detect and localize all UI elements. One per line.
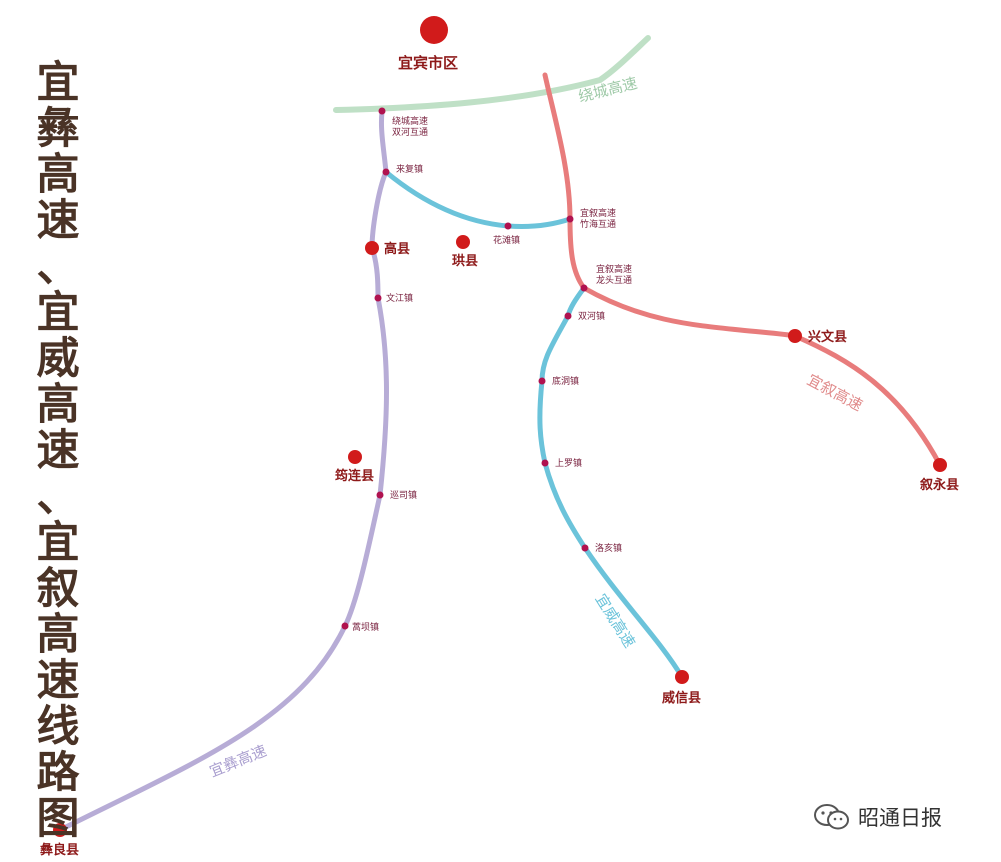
city-gaoxian: 高县	[365, 241, 410, 257]
town-shuanghe: 双河镇	[564, 310, 605, 322]
route-label-yixu: 宜叙高速	[804, 371, 865, 415]
title-char: 宜	[36, 518, 80, 568]
title-char: 速	[36, 196, 80, 246]
town-label-shangluo: 上罗镇	[555, 457, 582, 469]
town-label-huatan: 花滩镇	[493, 234, 520, 246]
city-yiliang: 彝良县	[40, 823, 79, 858]
title-char: 、	[36, 472, 80, 522]
yiyi-expressway-line	[57, 109, 389, 833]
town-didong: 底洞镇	[538, 375, 579, 387]
city-label-gongxian: 珙县	[452, 253, 478, 269]
city-yibin: 宜宾市区	[398, 16, 458, 72]
title-char: 图	[36, 794, 80, 844]
city-weixin: 威信县	[662, 670, 701, 706]
town-huatan: 花滩镇	[493, 222, 520, 246]
city-label-yiliang: 彝良县	[40, 842, 79, 858]
title-char: 线	[36, 702, 80, 752]
city-label-junlian: 筠连县	[335, 468, 374, 484]
title-char: 宜	[36, 58, 80, 108]
route-label-yiwei: 宜威高速	[592, 591, 639, 651]
wechat-icon	[814, 804, 849, 830]
town-wenjiang: 文江镇	[374, 292, 413, 304]
city-xuyong: 叙永县	[920, 458, 959, 493]
junction-label-zhuhai-2: 竹海互通	[580, 218, 616, 230]
city-gongxian: 珙县	[452, 235, 478, 269]
title-char: 宜	[36, 288, 80, 338]
title-char: 速	[36, 426, 80, 476]
junction-zhuhai: 宜叙高速 竹海互通	[566, 207, 616, 230]
title-char: 路	[36, 748, 80, 798]
junction-label-zhuhai-1: 宜叙高速	[580, 207, 616, 219]
city-label-gaoxian: 高县	[384, 241, 410, 257]
city-xingwen: 兴文县	[788, 329, 847, 345]
town-qiaoba: 蒿坝镇	[341, 621, 379, 633]
title-char: 、	[36, 242, 80, 292]
junction-shuanghe: 绕城高速 双河互通	[378, 107, 428, 138]
town-label-didong: 底洞镇	[552, 375, 579, 387]
yiwei-branch-line	[383, 169, 573, 229]
yixu-expressway-line	[542, 72, 943, 468]
town-label-xunsi: 巡司镇	[390, 489, 417, 501]
title-char: 叙	[36, 564, 80, 614]
town-label-wenjiang: 文江镇	[386, 292, 413, 304]
junction-label-shuanghe-1: 绕城高速	[392, 115, 428, 127]
city-junlian: 筠连县	[335, 450, 374, 484]
city-label-xingwen: 兴文县	[808, 329, 847, 345]
town-label-shuanghe: 双河镇	[578, 310, 605, 322]
city-label-xuyong: 叙永县	[920, 477, 959, 493]
city-label-weixin: 威信县	[662, 690, 701, 706]
junction-longtou: 宜叙高速 龙头互通	[580, 263, 632, 292]
town-laifu: 来复镇	[382, 163, 423, 176]
title-char: 高	[36, 380, 80, 430]
title-char: 彝	[36, 104, 80, 154]
town-label-luohai: 洛亥镇	[595, 542, 622, 554]
route-label-raocheng: 绕城高速	[577, 74, 640, 106]
town-label-qiaoba: 蒿坝镇	[352, 621, 379, 633]
town-luohai: 洛亥镇	[581, 542, 622, 554]
junction-label-longtou-1: 宜叙高速	[596, 263, 632, 275]
watermark-text: 昭通日报	[858, 806, 942, 830]
title-char: 威	[36, 334, 80, 384]
town-label-laifu: 来复镇	[396, 163, 423, 175]
city-label-yibin: 宜宾市区	[398, 54, 458, 72]
title-char: 速	[36, 656, 80, 706]
title-char: 高	[36, 150, 80, 200]
junction-label-shuanghe-2: 双河互通	[392, 126, 428, 138]
town-xunsi: 巡司镇	[376, 489, 417, 501]
junction-label-longtou-2: 龙头互通	[596, 274, 632, 286]
watermark: 昭通日报	[812, 800, 942, 834]
map-title: 宜彝高速、宜威高速、宜叙高速线路图	[28, 60, 88, 842]
town-shangluo: 上罗镇	[541, 457, 582, 469]
title-char: 高	[36, 610, 80, 660]
